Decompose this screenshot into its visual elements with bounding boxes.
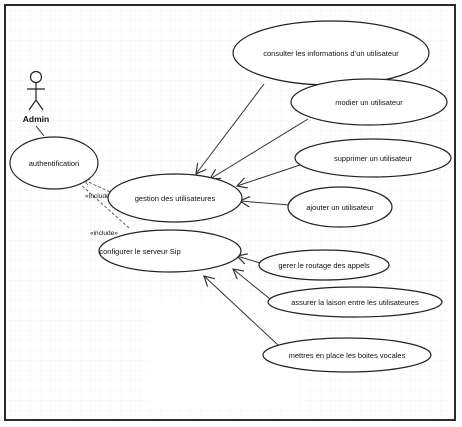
use-case-gerer-ellipse	[258, 249, 390, 281]
actor-label: Admin	[23, 114, 49, 124]
include-label-2: «include»	[90, 230, 118, 237]
use-case-assurer-ellipse	[267, 286, 443, 318]
use-case-supprimer[interactable]: supprimer un utilisateur	[294, 138, 452, 178]
use-case-supprimer-ellipse	[294, 138, 452, 178]
use-case-gestion-ellipse	[107, 173, 243, 223]
use-case-modifier[interactable]: modier un utilisateur	[290, 78, 448, 126]
assoc-supprimer	[237, 164, 301, 186]
assoc-assurer	[233, 269, 271, 300]
use-case-modifier-ellipse	[290, 78, 448, 126]
use-case-consulter-label: consulter les informations d’un utilisat…	[263, 49, 399, 58]
use-case-gerer-label: gerer le routage des appels	[278, 261, 370, 270]
use-case-assurer[interactable]: assurer la laison entre les utilisateure…	[267, 286, 443, 318]
use-case-supprimer-label: supprimer un utilisateur	[334, 154, 412, 163]
include-configurer-auth	[79, 183, 130, 229]
use-case-mettre-label: mettres en place les boites vocales	[289, 351, 406, 360]
use-case-mettre[interactable]: mettres en place les boites vocales	[262, 337, 432, 373]
use-case-ajouter-ellipse	[287, 186, 393, 228]
use-case-consulter[interactable]: consulter les informations d’un utilisat…	[232, 20, 430, 86]
actor-leg-right	[35, 99, 44, 111]
assoc-modifier	[210, 118, 309, 179]
use-case-configurer-label: configurer le serveur Sip	[99, 247, 180, 256]
actor-head	[29, 70, 43, 84]
assoc-admin-auth	[35, 125, 45, 137]
use-case-ajouter-label: ajouter un utilisateur	[306, 203, 374, 212]
use-case-configurer[interactable]: configurer le serveur Sip	[98, 229, 242, 273]
assoc-ajouter	[240, 201, 290, 205]
assoc-mettre	[204, 276, 279, 346]
use-case-modifier-label: modier un utilisateur	[335, 98, 403, 107]
use-case-authentification[interactable]: authentification	[9, 136, 99, 190]
use-case-authentification-label: authentification	[29, 159, 79, 168]
assoc-consulter	[196, 83, 265, 174]
use-case-authentification-ellipse	[9, 136, 99, 190]
use-case-assurer-label: assurer la laison entre les utilisateure…	[291, 298, 419, 307]
include-label-1: «Include»	[85, 193, 114, 200]
admin-actor[interactable]: Admin	[23, 70, 49, 125]
assoc-gerer	[237, 256, 261, 263]
use-case-gestion-label: gestion des utilisateures	[135, 194, 216, 203]
use-case-mettre-ellipse	[262, 337, 432, 373]
use-case-ajouter[interactable]: ajouter un utilisateur	[287, 186, 393, 228]
use-case-configurer-ellipse	[98, 229, 242, 273]
use-case-gestion[interactable]: gestion des utilisateures	[107, 173, 243, 223]
use-case-gerer[interactable]: gerer le routage des appels	[258, 249, 390, 281]
actor-leg-left	[28, 99, 37, 111]
